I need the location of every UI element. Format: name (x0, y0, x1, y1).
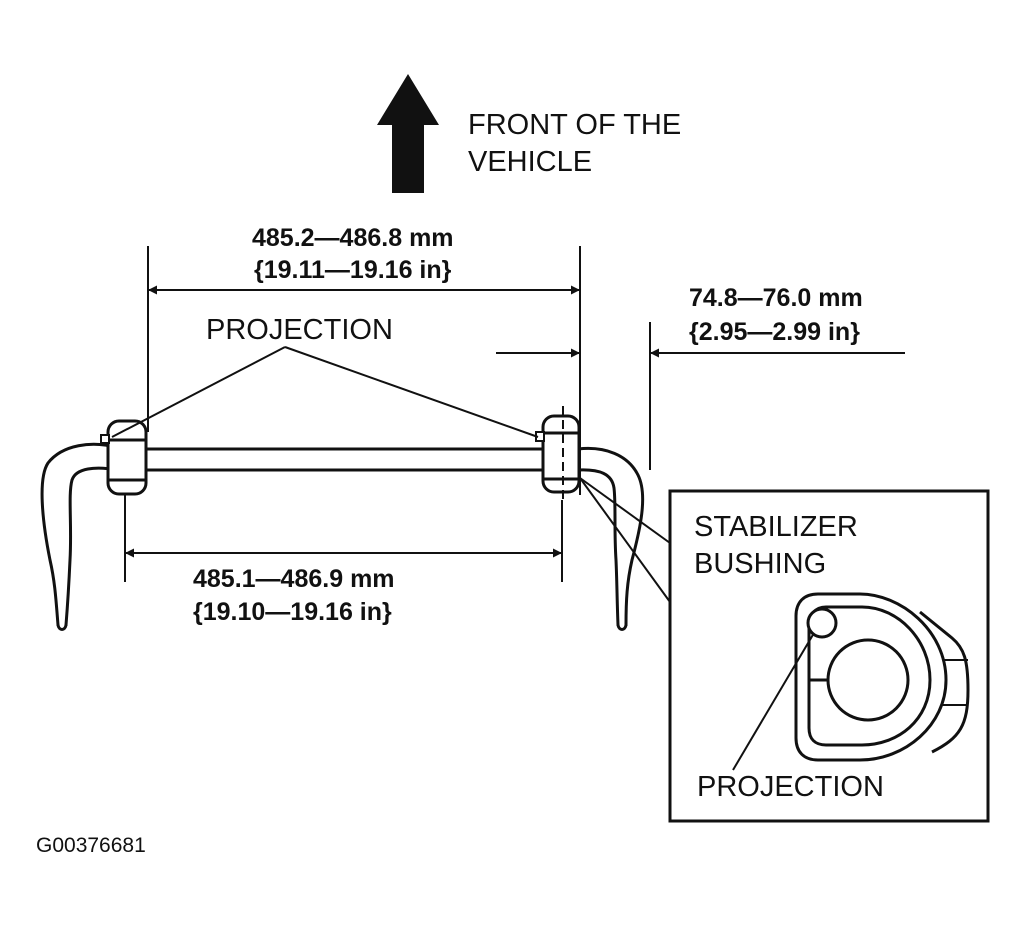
inset-projection-label: PROJECTION (697, 771, 884, 803)
inset-title-line1: STABILIZER (694, 511, 858, 543)
front-arrow-icon (377, 74, 439, 193)
extension-lines (124, 246, 651, 582)
offset-imperial: {2.95—2.99 in} (689, 318, 860, 346)
top-span-imperial: {19.11—19.16 in} (254, 256, 452, 284)
figure-id: G00376681 (36, 834, 146, 857)
inset-title-line2: BUSHING (694, 548, 826, 580)
left-bushing (100, 419, 148, 496)
bottom-span-imperial: {19.10—19.16 in} (193, 598, 392, 626)
right-bushing (535, 414, 581, 494)
inset-projection-leader (732, 632, 815, 771)
inset-bushing-detail (794, 592, 970, 762)
stabilizer-bar (40, 442, 645, 631)
front-label-line2: VEHICLE (468, 146, 592, 178)
projection-label: PROJECTION (206, 314, 393, 346)
top-span-metric: 485.2—486.8 mm (252, 224, 454, 252)
projection-leaders (111, 346, 539, 438)
front-label-line1: FRONT OF THE (468, 109, 681, 141)
offset-metric: 74.8—76.0 mm (689, 284, 863, 312)
inset-callout-lines (579, 477, 671, 603)
bottom-span-metric: 485.1—486.9 mm (193, 565, 395, 593)
